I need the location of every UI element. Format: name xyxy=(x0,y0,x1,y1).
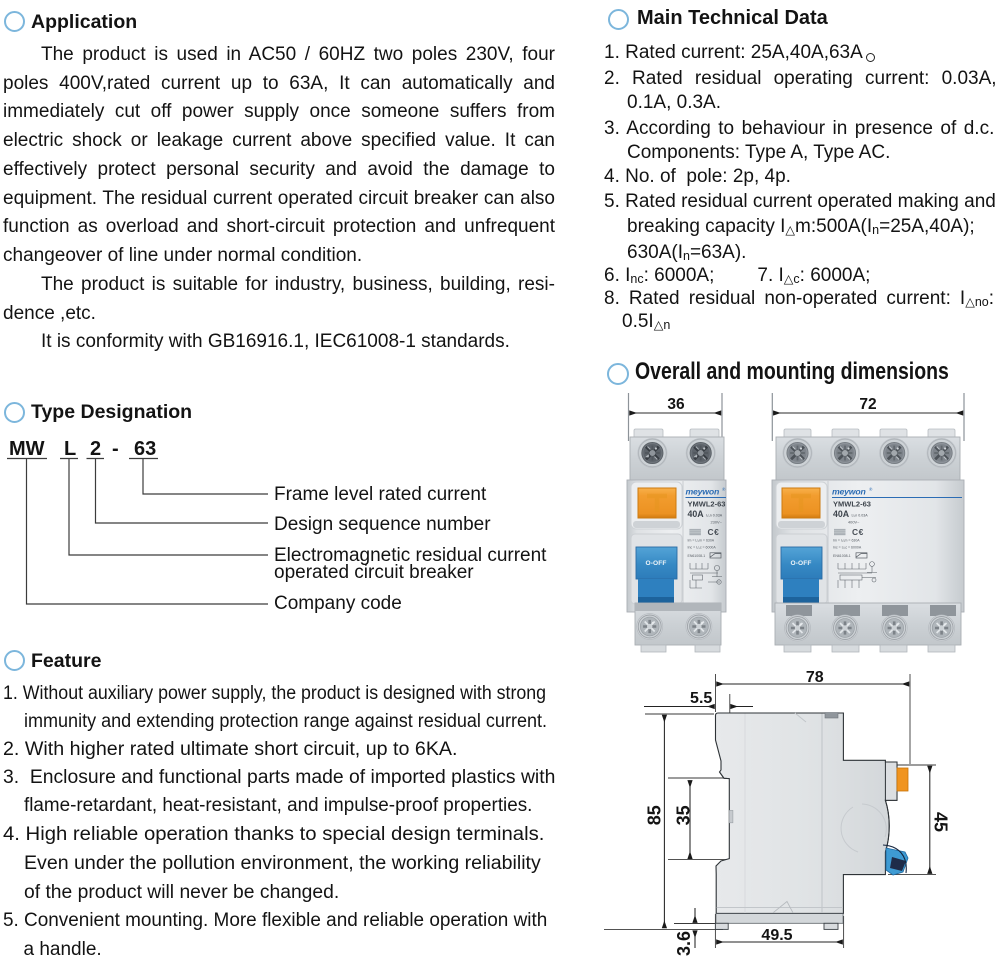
svg-text:I△n 0.03A: I△n 0.03A xyxy=(706,514,723,518)
svg-text:Inc = I△c = 6000A: Inc = I△c = 6000A xyxy=(833,546,862,550)
svg-text:®: ® xyxy=(869,486,873,492)
svg-text:C€: C€ xyxy=(708,527,720,537)
svg-text:40A: 40A xyxy=(688,509,705,519)
svg-text:Im = I△m = 630A: Im = I△m = 630A xyxy=(688,539,715,543)
svg-text:35: 35 xyxy=(673,805,693,825)
svg-text:Inc = I△c = 6000A: Inc = I△c = 6000A xyxy=(688,546,717,550)
svg-text:O-OFF: O-OFF xyxy=(646,560,667,567)
svg-text:I△n 0.03A: I△n 0.03A xyxy=(852,514,869,518)
svg-text:40A: 40A xyxy=(833,509,850,519)
svg-text:C€: C€ xyxy=(852,527,864,537)
svg-text:36: 36 xyxy=(667,396,685,413)
svg-text:®: ® xyxy=(722,486,726,492)
svg-text:230V~: 230V~ xyxy=(711,520,723,525)
svg-text:49.5: 49.5 xyxy=(761,927,792,944)
svg-text:72: 72 xyxy=(859,396,876,413)
svg-text:Im = I△m = 630A: Im = I△m = 630A xyxy=(833,539,860,543)
svg-text:YMWL2-63: YMWL2-63 xyxy=(688,499,726,508)
svg-text:EN61008-1: EN61008-1 xyxy=(833,554,851,558)
svg-text:45: 45 xyxy=(931,812,951,832)
svg-text:400V~: 400V~ xyxy=(848,520,860,525)
svg-text:meywon: meywon xyxy=(832,487,866,497)
svg-text:3.6: 3.6 xyxy=(674,931,694,956)
svg-text:YMWL2-63: YMWL2-63 xyxy=(833,499,871,508)
svg-text:78: 78 xyxy=(806,669,824,686)
svg-text:O-OFF: O-OFF xyxy=(791,560,812,567)
svg-text:meywon: meywon xyxy=(686,487,720,497)
svg-text:5.5: 5.5 xyxy=(690,690,712,707)
svg-text:EN61008-1: EN61008-1 xyxy=(688,554,706,558)
svg-text:85: 85 xyxy=(644,805,664,825)
